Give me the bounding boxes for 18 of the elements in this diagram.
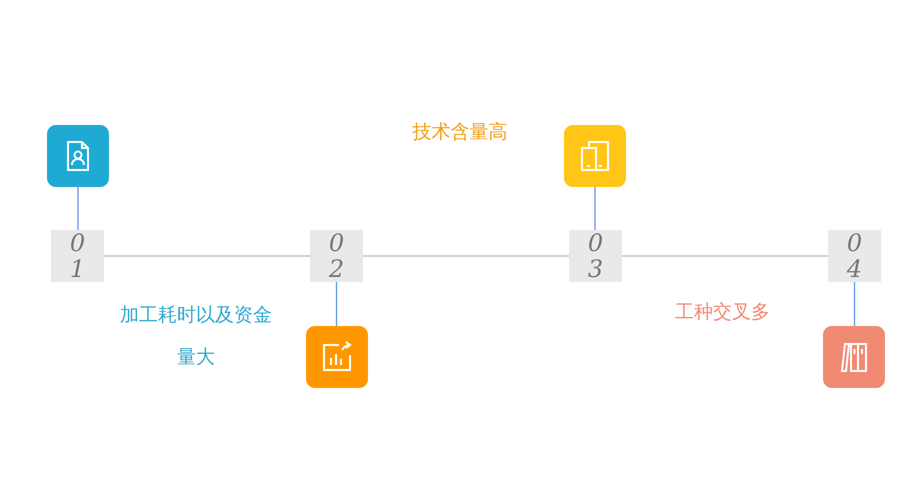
number-box: 03 xyxy=(569,230,622,282)
number-box: 01 xyxy=(51,230,104,282)
number-box: 02 xyxy=(310,230,363,282)
connector-line xyxy=(363,255,569,257)
item-label: 工种交叉多 xyxy=(674,300,771,325)
connector-line xyxy=(854,282,856,326)
connector-line xyxy=(104,255,310,257)
connector-line xyxy=(594,187,596,230)
item-label: 技术含量高 xyxy=(412,120,508,145)
item-label: 加工耗时以及资金量大 xyxy=(119,303,273,370)
icon-tile xyxy=(306,326,368,388)
icon-tile xyxy=(564,125,626,187)
connector-line xyxy=(77,187,79,230)
icon-tile xyxy=(823,326,885,388)
number-box: 04 xyxy=(828,230,881,282)
connector-line xyxy=(336,282,338,326)
connector-line xyxy=(622,255,828,257)
icon-tile xyxy=(47,125,109,187)
